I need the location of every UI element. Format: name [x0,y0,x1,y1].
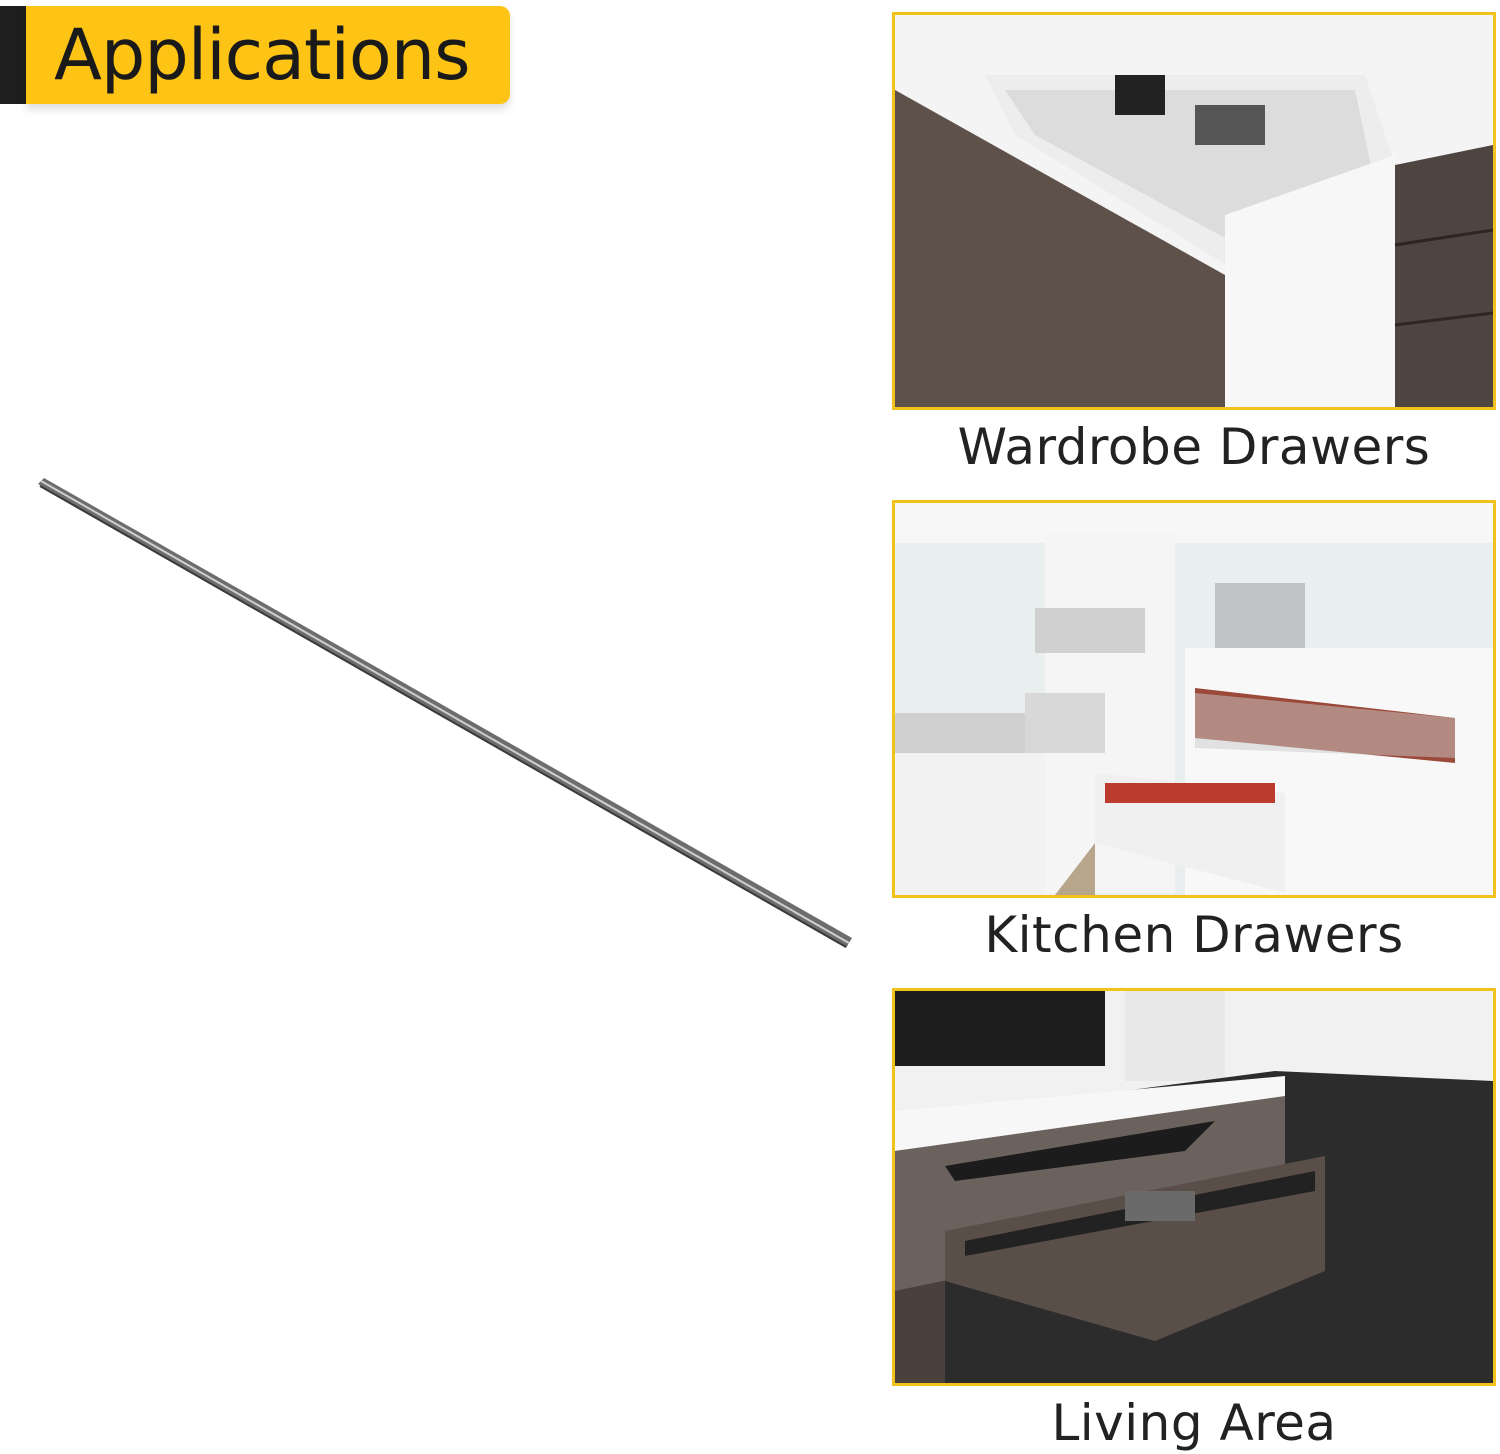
heading-badge [26,6,510,104]
application-card-living: Living Area [892,988,1496,1452]
application-caption: Living Area [1051,1394,1337,1452]
application-caption: Wardrobe Drawers [957,418,1431,476]
living-area-photo [892,988,1496,1386]
application-caption: Kitchen Drawers [984,906,1404,964]
page-title: Applications [54,14,471,96]
heading-accent-bar [0,6,26,104]
wardrobe-drawer-photo [892,12,1496,410]
application-card-wardrobe: Wardrobe Drawers [892,12,1496,476]
kitchen-drawer-photo [892,500,1496,898]
aluminium-rod-icon [38,478,852,948]
application-card-kitchen: Kitchen Drawers [892,500,1496,964]
applications-heading: Applications [0,6,512,104]
